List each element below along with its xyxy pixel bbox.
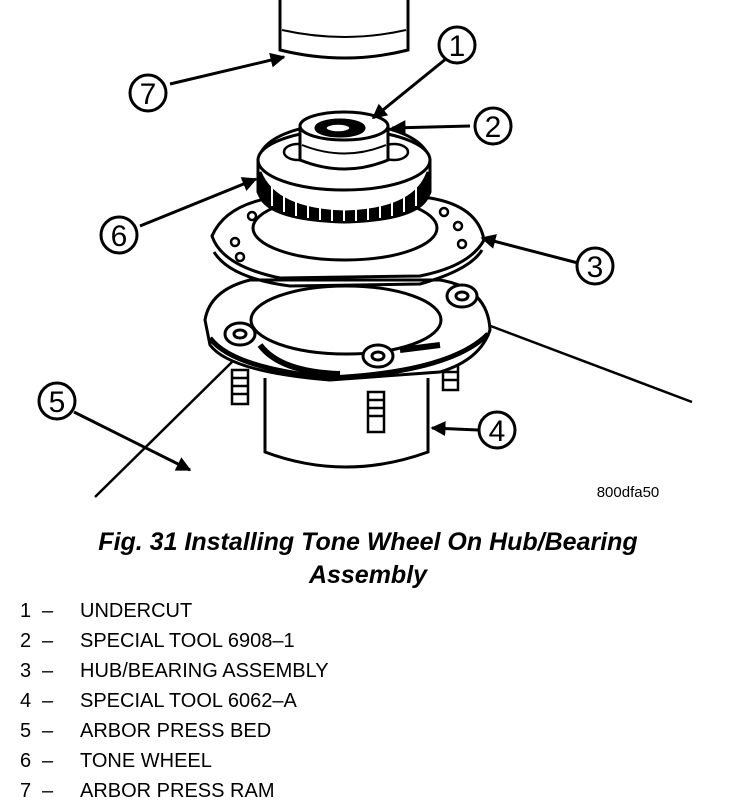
legend-number: 3 <box>20 660 32 682</box>
legend-item: 2– SPECIAL TOOL 6908–1 <box>20 626 329 656</box>
legend-label: SPECIAL TOOL 6908–1 <box>80 630 295 652</box>
hub-bearing-illustration: 1 2 3 4 5 6 7 800dfa50 <box>37 0 693 501</box>
legend-dash: – <box>42 750 54 772</box>
legend-label: ARBOR PRESS BED <box>80 720 272 742</box>
special-tool-6062a <box>263 378 430 469</box>
legend-item: 3– HUB/BEARING ASSEMBLY <box>20 656 329 686</box>
legend-number: 7 <box>20 780 32 802</box>
caption-line-1: Fig. 31 Installing Tone Wheel On Hub/Bea… <box>98 528 638 556</box>
legend-number: 1 <box>20 600 32 622</box>
legend-label: HUB/BEARING ASSEMBLY <box>80 660 329 682</box>
callout-5: 5 <box>49 386 66 419</box>
figure-code: 800dfa50 <box>597 484 660 501</box>
arbor-press-ram <box>278 0 410 60</box>
callout-2: 2 <box>485 111 502 144</box>
callout-6: 6 <box>111 220 128 253</box>
legend-dash: – <box>42 660 54 682</box>
legend-number: 4 <box>20 690 32 712</box>
legend-number: 5 <box>20 720 32 742</box>
legend-dash: – <box>42 780 54 802</box>
legend-item: 6– TONE WHEEL <box>20 746 329 776</box>
callout-1: 1 <box>449 30 466 63</box>
legend-label: UNDERCUT <box>80 600 193 622</box>
special-tool-6908 <box>298 110 390 171</box>
legend-label: ARBOR PRESS RAM <box>80 780 275 802</box>
legend-dash: – <box>42 630 54 652</box>
legend-dash: – <box>42 720 54 742</box>
legend-item: 1– UNDERCUT <box>20 596 329 626</box>
callout-3: 3 <box>587 251 604 284</box>
legend-item: 5– ARBOR PRESS BED <box>20 716 329 746</box>
legend-dash: – <box>42 690 54 712</box>
legend-item: 4– SPECIAL TOOL 6062–A <box>20 686 329 716</box>
legend-number: 2 <box>20 630 32 652</box>
legend-label: SPECIAL TOOL 6062–A <box>80 690 297 712</box>
hub-flange <box>203 278 492 382</box>
caption-line-2: Assembly <box>308 561 428 589</box>
callout-4: 4 <box>489 415 506 448</box>
parts-legend: 1–UNDERCUT 2–SPECIAL TOOL 6908–1 3–HUB/B… <box>20 596 329 806</box>
legend-label: TONE WHEEL <box>80 750 212 772</box>
callout-7: 7 <box>140 78 157 111</box>
figure-caption: Fig. 31 Installing Tone Wheel On Hub/Bea… <box>0 526 736 592</box>
leader-arrows <box>73 52 579 472</box>
legend-number: 6 <box>20 750 32 772</box>
callout-circles <box>37 25 615 450</box>
arbor-press-bed <box>94 323 693 498</box>
wheel-studs <box>230 362 460 434</box>
legend-dash: – <box>42 600 54 622</box>
legend-item: 7– ARBOR PRESS RAM <box>20 776 329 806</box>
